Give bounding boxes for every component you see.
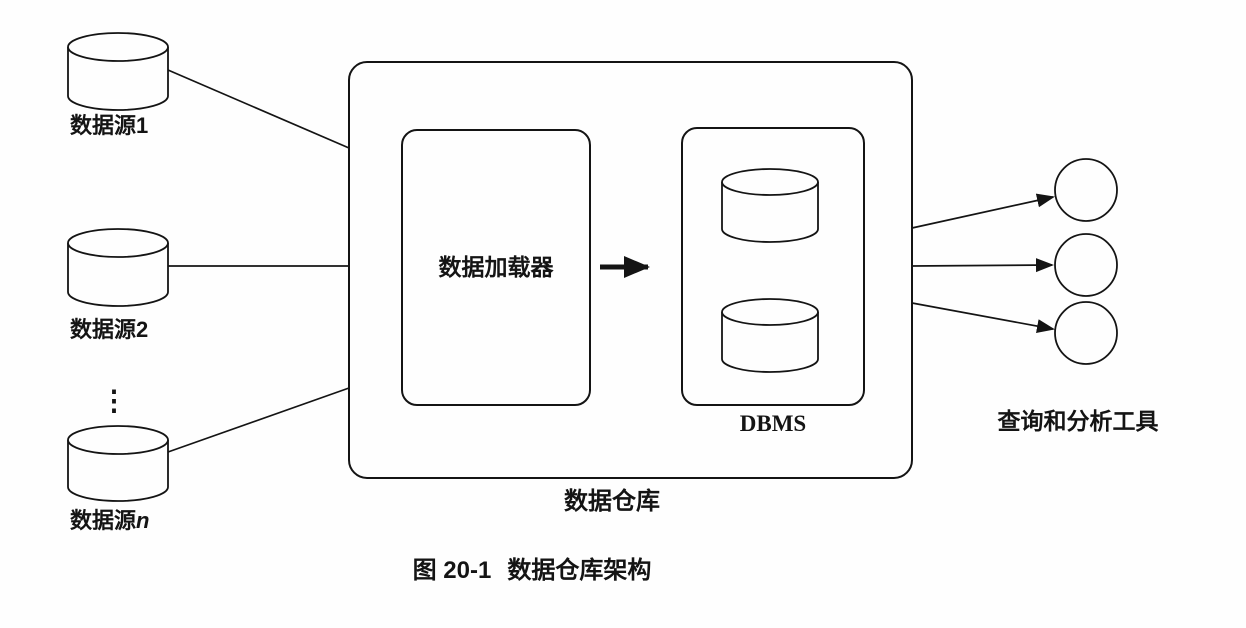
dbms-label: DBMS [740,411,806,436]
data-source-n-cylinder [67,425,169,502]
tools-arrow-top [911,193,1055,229]
data-source-1-cylinder [67,32,169,111]
sources-vertical-ellipsis: ⋮ [100,385,128,416]
data-source-n-label: 数据源n [70,508,149,533]
tool-circle-middle [1054,233,1118,297]
dbms-cylinder-bottom [721,298,819,373]
loader-box [401,129,591,406]
dbms-cylinder-top [721,168,819,243]
tools-arrow-bottom [911,302,1055,333]
tool-circle-bottom [1054,301,1118,365]
tool-circle-top [1054,158,1118,222]
loader-label: 数据加载器 [439,254,555,280]
tools-arrow-middle [911,258,1054,273]
figure-caption-title: 数据仓库架构 [507,556,651,584]
figure-caption: 图 20-1 数据仓库架构 [413,556,652,584]
warehouse-label: 数据仓库 [564,487,660,515]
data-source-2-cylinder [67,228,169,307]
figure-caption-number: 图 20-1 [413,557,492,584]
source-n-connector-line [167,387,350,453]
tools-label: 查询和分析工具 [998,408,1159,434]
source-1-connector-line [167,69,350,149]
data-source-2-label: 数据源2 [70,317,148,342]
data-source-1-label: 数据源1 [70,113,148,138]
